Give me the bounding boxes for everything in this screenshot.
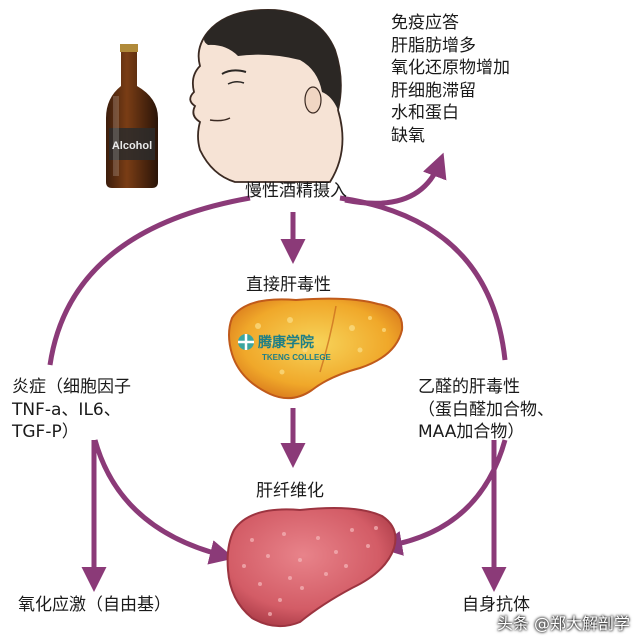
hepatotoxicity-label: 直接肝毒性 [246,275,331,295]
effects-list: 免疫应答 肝脂肪增多 氧化还原物增加 肝细胞滞留 水和蛋白 缺氧 [391,12,510,147]
effect-item: 免疫应答 [391,13,459,33]
inflammation-line: TNF-a、IL6、 [12,399,121,420]
college-logo: 腾康学院 TKENG COLLEGE [238,334,332,362]
logo-en: TKENG COLLEGE [262,353,332,362]
autoantibody-label: 自身抗体 [462,595,530,615]
acetaldehyde-line: 乙醛的肝毒性 [418,377,520,397]
effect-item: 缺氧 [391,125,425,146]
acetaldehyde-label: 乙醛的肝毒性 （蛋白醛加合物、 MAA加合物） [418,376,554,444]
effect-item: 肝细胞滞留 [391,80,476,101]
effect-item: 肝脂肪增多 [391,35,476,56]
left-lower-arc [92,439,235,565]
acetaldehyde-line: MAA加合物） [418,422,525,442]
left-cycle-arc [47,195,251,366]
fibrotic-liver-icon [226,507,397,628]
person-head-icon [189,8,344,183]
intake-label: 慢性酒精摄入 [245,181,347,201]
watermark: 头条 @郑大解剖学 [496,614,630,633]
effect-item: 水和蛋白 [391,103,459,123]
right-cycle-arc [339,195,508,361]
bottle-label: Alcohol [112,140,152,152]
fatty-liver-icon [228,297,404,400]
fibrosis-label: 肝纤维化 [256,481,324,501]
acetaldehyde-line: （蛋白醛加合物、 [418,399,554,420]
inflammation-line: 炎症（细胞因子 [12,377,131,397]
inflammation-label: 炎症（细胞因子 TNF-a、IL6、 TGF-P） [12,376,131,444]
right-lower-arc [377,439,508,556]
effect-item: 氧化还原物增加 [391,58,510,78]
alcohol-bottle-icon: Alcohol [106,44,158,188]
inflammation-line: TGF-P） [12,422,79,442]
effects-arrow [344,152,447,206]
oxidative-stress-label: 氧化应激（自由基） [18,595,171,615]
logo-cn: 腾康学院 [258,334,314,351]
